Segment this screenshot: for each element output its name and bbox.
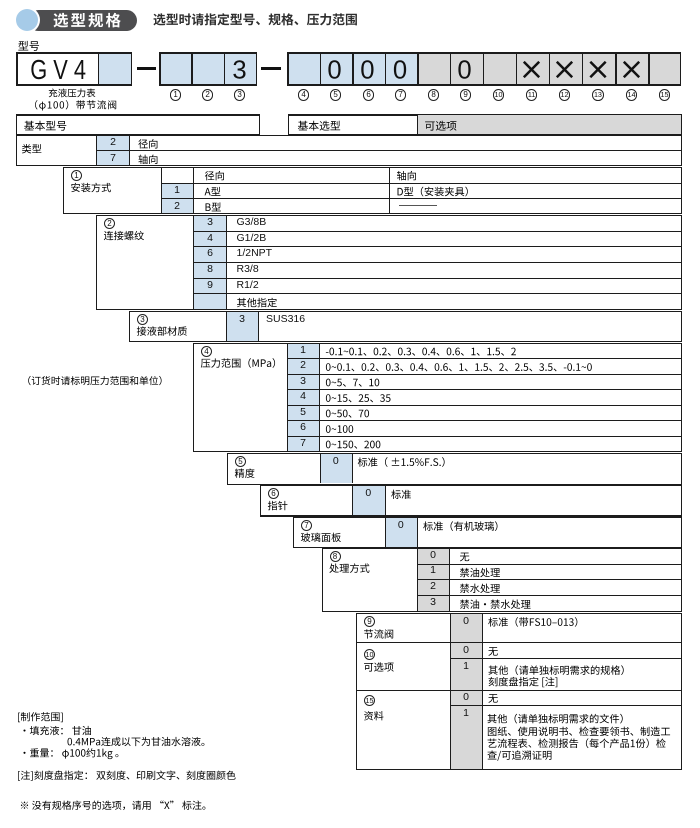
svg-text:0: 0 [457,57,471,85]
svg-text:0: 0 [360,57,374,85]
svg-text:G V 4: G V 4 [30,54,86,85]
svg-text:0: 0 [327,57,341,85]
svg-text:3: 3 [232,57,246,85]
svg-text:0: 0 [393,57,407,85]
